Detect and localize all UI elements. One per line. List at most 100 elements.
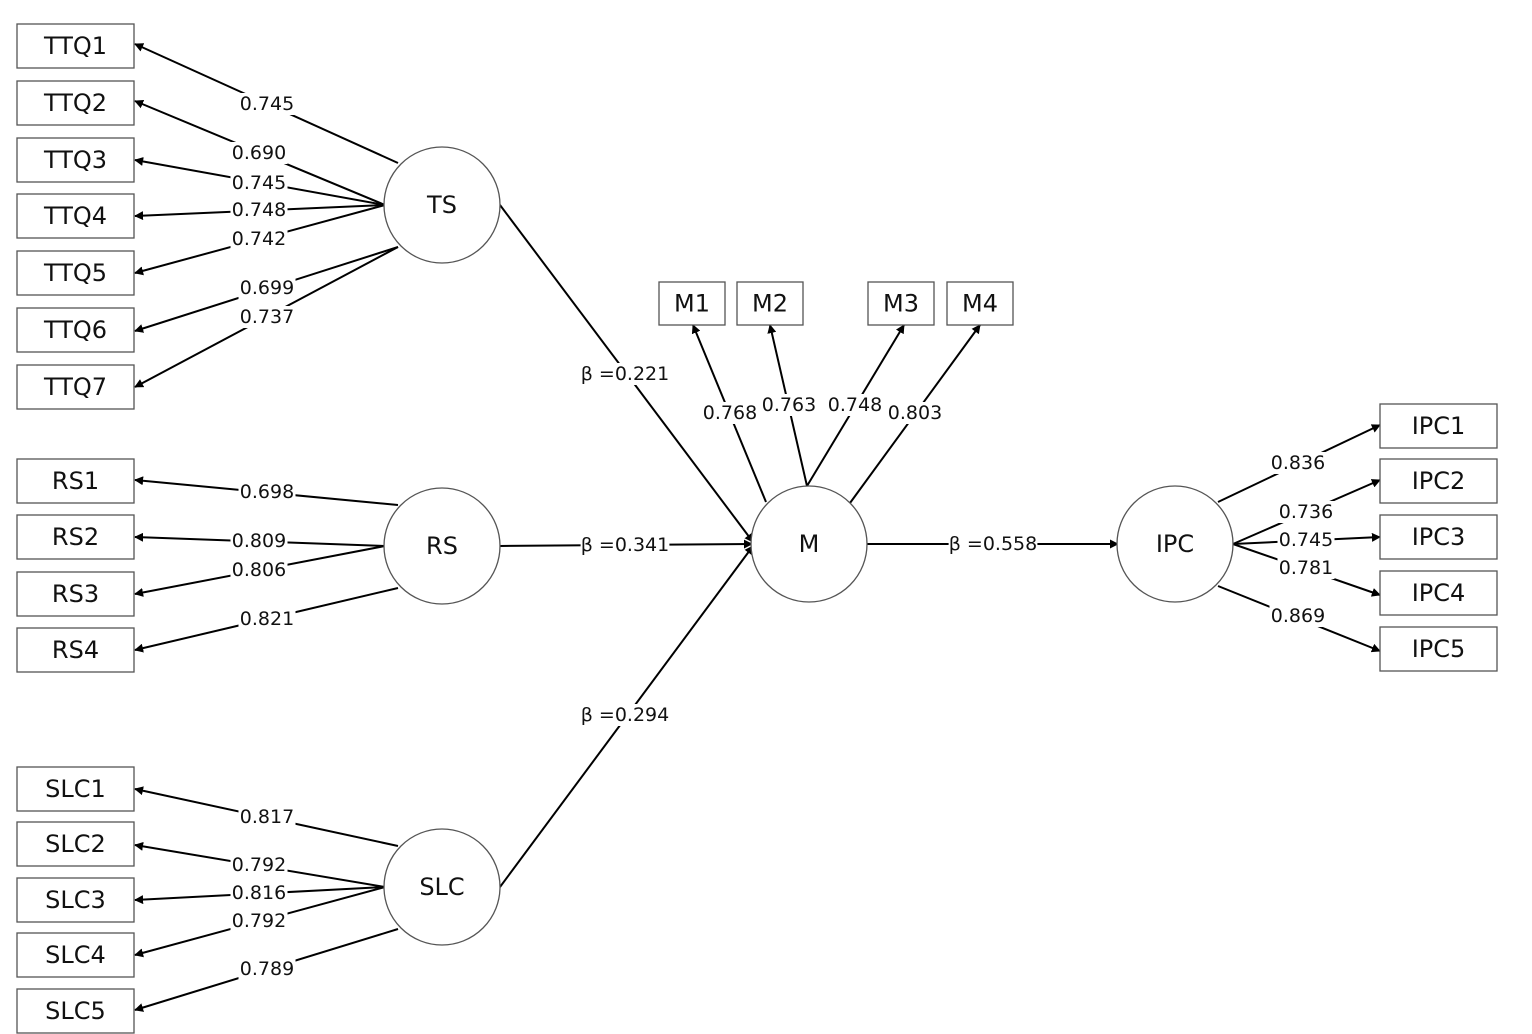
indicator-label-rs4: RS4 bbox=[52, 636, 99, 664]
loading-label-ttq7-bg bbox=[238, 306, 296, 328]
indicator-label-ttq2: TTQ2 bbox=[43, 89, 107, 117]
indicator-label-rs2: RS2 bbox=[52, 523, 99, 551]
indicator-label-m3: M3 bbox=[883, 290, 919, 318]
path-coefficient-m-ipc: β =0.558 bbox=[948, 533, 1038, 555]
latent-ts: TS bbox=[383, 146, 501, 264]
loading-label-m1-bg bbox=[701, 402, 759, 424]
loading-label-ttq1-text: 0.745 bbox=[240, 93, 294, 115]
indicator-rs1: RS1 bbox=[16, 458, 135, 504]
loading-label-slc5-bg bbox=[238, 958, 296, 980]
loading-label-ipc2-bg bbox=[1277, 501, 1335, 523]
loading-label-ttq3-bg bbox=[230, 172, 288, 194]
loading-label-slc2-bg bbox=[230, 854, 288, 876]
indicator-ttq7: TTQ7 bbox=[16, 364, 135, 410]
latent-slc: SLC bbox=[383, 828, 501, 946]
indicator-box-rs3 bbox=[16, 571, 135, 617]
loading-label-slc1-bg bbox=[238, 806, 296, 828]
loading-label-ipc1-bg bbox=[1269, 452, 1327, 474]
loading-label-ttq4-bg bbox=[230, 199, 288, 221]
loading-label-rs2-bg bbox=[230, 530, 288, 552]
indicator-ttq5: TTQ5 bbox=[16, 250, 135, 296]
loading-label-m3-text: 0.748 bbox=[828, 394, 882, 416]
latent-circle-slc bbox=[383, 828, 501, 946]
indicator-box-rs4 bbox=[16, 627, 135, 673]
indicator-box-ttq2 bbox=[16, 80, 135, 126]
loading-label-slc2-text: 0.792 bbox=[232, 854, 286, 876]
path-coefficient-rs-m-bg bbox=[580, 534, 670, 556]
indicator-box-rs1 bbox=[16, 458, 135, 504]
indicator-label-m1: M1 bbox=[674, 290, 710, 318]
loading-label-rs1-bg bbox=[238, 481, 296, 503]
indicator-label-slc2: SLC2 bbox=[45, 830, 106, 858]
indicator-label-ttq6: TTQ6 bbox=[43, 316, 107, 344]
loading-label-ttq3-text: 0.745 bbox=[232, 172, 286, 194]
indicator-box-m3 bbox=[867, 281, 935, 326]
latent-m: M bbox=[750, 485, 868, 603]
loading-label-ttq4-text: 0.748 bbox=[232, 199, 286, 221]
loading-label-ipc3: 0.745 bbox=[1277, 529, 1335, 551]
loading-label-m1-text: 0.768 bbox=[703, 402, 757, 424]
indicator-ttq2: TTQ2 bbox=[16, 80, 135, 126]
path-coefficient-slc-m-bg bbox=[580, 704, 670, 726]
indicator-slc2: SLC2 bbox=[16, 821, 135, 867]
latent-circle-rs bbox=[383, 487, 501, 605]
indicator-box-ipc5 bbox=[1379, 626, 1498, 672]
indicator-label-ipc3: IPC3 bbox=[1412, 523, 1466, 551]
indicator-m4: M4 bbox=[946, 281, 1014, 326]
indicator-label-ttq1: TTQ1 bbox=[43, 32, 107, 60]
indicator-box-m1 bbox=[658, 281, 726, 326]
indicator-label-ipc2: IPC2 bbox=[1412, 467, 1466, 495]
latent-label-m: M bbox=[799, 530, 820, 558]
indicator-label-m4: M4 bbox=[962, 290, 998, 318]
loading-label-slc4: 0.792 bbox=[230, 910, 288, 932]
loading-label-ipc2: 0.736 bbox=[1277, 501, 1335, 523]
loading-label-ttq2: 0.690 bbox=[230, 142, 288, 164]
loading-label-ttq7-text: 0.737 bbox=[240, 306, 294, 328]
indicator-box-ttq7 bbox=[16, 364, 135, 410]
loading-label-ttq4: 0.748 bbox=[230, 199, 288, 221]
loading-label-ipc1: 0.836 bbox=[1269, 452, 1327, 474]
indicator-rs4: RS4 bbox=[16, 627, 135, 673]
loading-label-rs3-text: 0.806 bbox=[232, 559, 286, 581]
loading-label-slc5: 0.789 bbox=[238, 958, 296, 980]
indicator-label-rs1: RS1 bbox=[52, 467, 99, 495]
indicator-box-ttq4 bbox=[16, 193, 135, 239]
loading-label-rs1: 0.698 bbox=[238, 481, 296, 503]
loading-label-ipc4-text: 0.781 bbox=[1279, 557, 1333, 579]
indicator-box-m2 bbox=[736, 281, 804, 326]
indicator-ttq1: TTQ1 bbox=[16, 23, 135, 69]
indicator-ipc3: IPC3 bbox=[1379, 514, 1498, 560]
indicator-label-slc5: SLC5 bbox=[45, 997, 106, 1025]
indicator-label-ipc5: IPC5 bbox=[1412, 635, 1466, 663]
latent-ipc: IPC bbox=[1116, 485, 1234, 603]
indicator-label-ipc4: IPC4 bbox=[1412, 579, 1466, 607]
loading-label-ttq6: 0.699 bbox=[238, 277, 296, 299]
loading-label-rs1-text: 0.698 bbox=[240, 481, 294, 503]
indicator-label-slc1: SLC1 bbox=[45, 775, 106, 803]
loading-label-ipc5-text: 0.869 bbox=[1271, 605, 1325, 627]
indicator-box-slc4 bbox=[16, 932, 135, 978]
indicator-label-ttq7: TTQ7 bbox=[43, 373, 107, 401]
indicator-ttq6: TTQ6 bbox=[16, 307, 135, 353]
indicator-box-ipc3 bbox=[1379, 514, 1498, 560]
indicator-box-ipc2 bbox=[1379, 458, 1498, 504]
indicator-label-m2: M2 bbox=[752, 290, 788, 318]
indicator-box-ttq3 bbox=[16, 137, 135, 183]
indicator-slc1: SLC1 bbox=[16, 766, 135, 812]
loading-label-rs4: 0.821 bbox=[238, 608, 296, 630]
indicator-ipc4: IPC4 bbox=[1379, 570, 1498, 616]
loading-label-ttq1-bg bbox=[238, 93, 296, 115]
path-coefficient-ts-m-text: β =0.221 bbox=[581, 363, 669, 385]
latent-circle-ipc bbox=[1116, 485, 1234, 603]
loading-label-slc1: 0.817 bbox=[238, 806, 296, 828]
loading-label-m4: 0.803 bbox=[886, 402, 944, 424]
loading-label-rs4-bg bbox=[238, 608, 296, 630]
loading-label-slc3: 0.816 bbox=[230, 882, 288, 904]
loading-label-slc4-bg bbox=[230, 910, 288, 932]
latent-label-slc: SLC bbox=[419, 873, 464, 901]
path-coefficient-rs-m: β =0.341 bbox=[580, 534, 670, 556]
indicator-ipc2: IPC2 bbox=[1379, 458, 1498, 504]
indicator-m3: M3 bbox=[867, 281, 935, 326]
latent-circle-ts bbox=[383, 146, 501, 264]
loading-label-rs2-text: 0.809 bbox=[232, 530, 286, 552]
